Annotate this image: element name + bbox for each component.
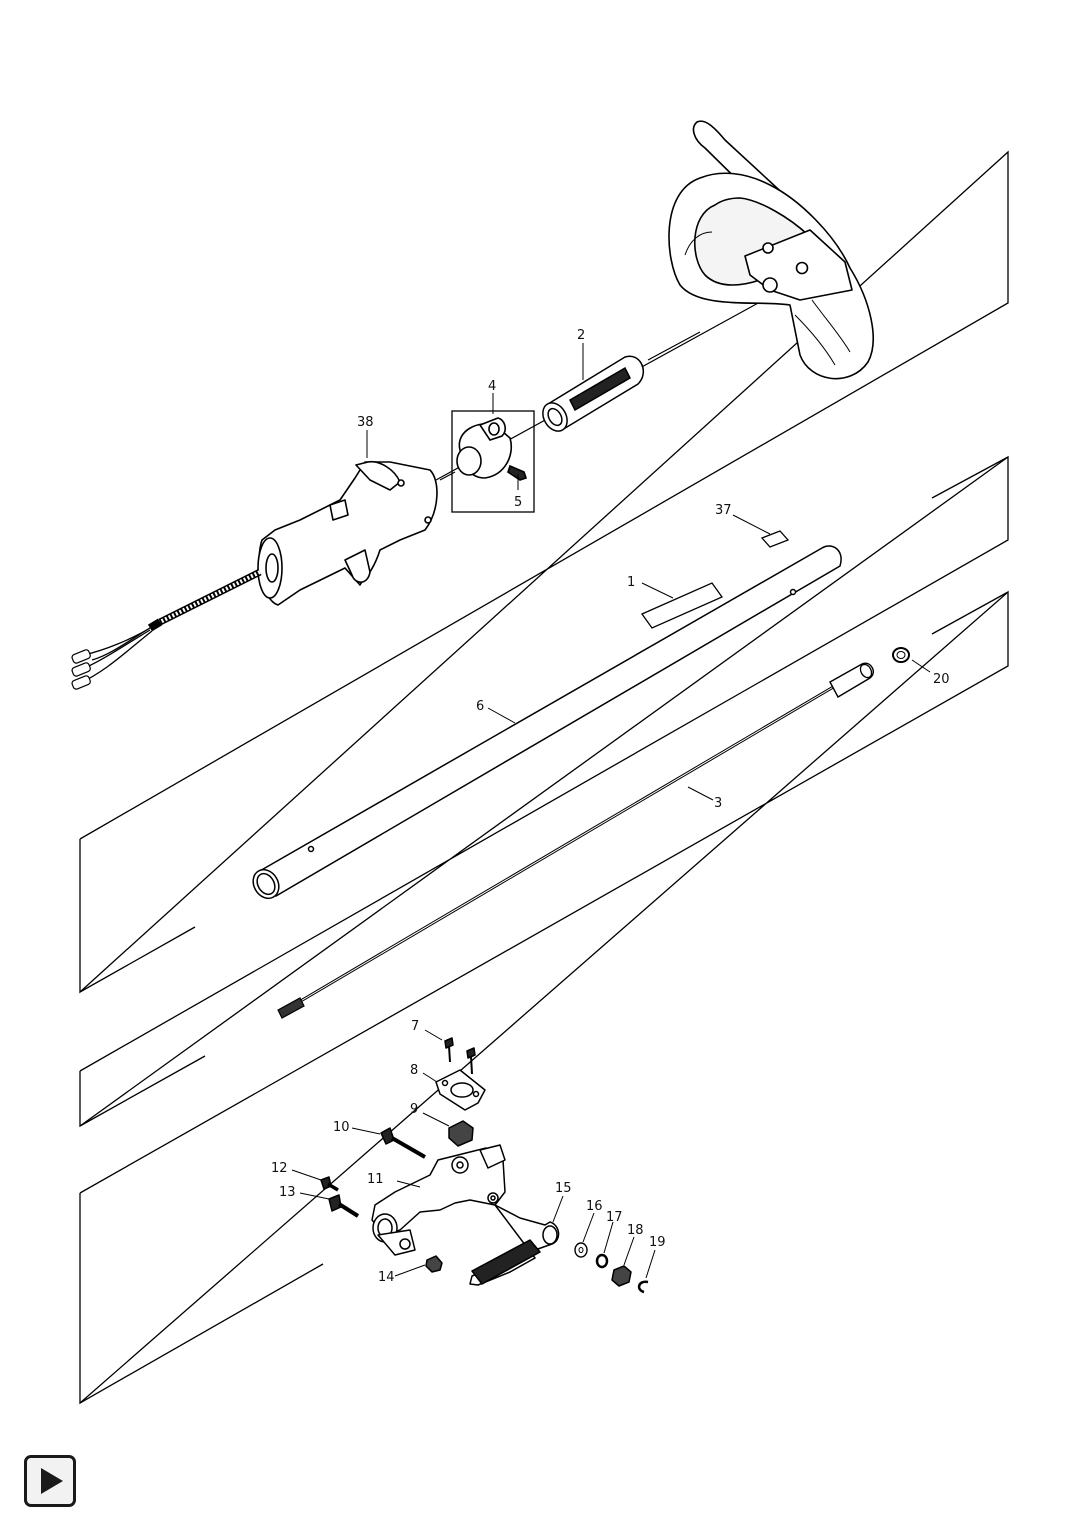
callout-37: 37	[715, 503, 732, 518]
callout-38: 38	[357, 415, 374, 430]
panel-outlines	[79, 150, 1009, 1405]
panel-upper	[79, 150, 1009, 994]
callout-16: 16	[586, 1199, 603, 1214]
shaft-ring	[892, 647, 910, 663]
panel-lower-join	[79, 1263, 324, 1404]
decal-1	[641, 582, 723, 629]
callout-19: 19	[649, 1235, 666, 1250]
decal-labels	[641, 530, 790, 629]
callout-6: 6	[476, 699, 484, 714]
next-page-button[interactable]	[24, 1455, 76, 1507]
callout-7: 7	[411, 1019, 419, 1034]
callout-4: 4	[488, 379, 496, 394]
drive-shaft	[277, 662, 874, 1019]
decal-37	[760, 530, 790, 548]
callout-1: 1	[627, 575, 635, 590]
callout-9: 9	[410, 1102, 418, 1117]
callout-13: 13	[279, 1185, 296, 1200]
callouts: 2 4 5 38 37 1 20 6 3 7 8 9 10 11 12 13 1…	[271, 328, 950, 1285]
handle-clamp	[456, 417, 528, 490]
bracket-assembly	[320, 1037, 649, 1294]
drive-tube	[252, 545, 842, 900]
callout-14: 14	[378, 1270, 395, 1285]
panel-middle-tick	[931, 456, 1009, 499]
callout-18: 18	[627, 1223, 644, 1238]
callout-2: 2	[577, 328, 585, 343]
throttle-handle	[257, 460, 456, 606]
panel-lower-tick	[931, 591, 1009, 635]
callout-10: 10	[333, 1120, 350, 1135]
callout-11: 11	[367, 1172, 384, 1187]
callout-12: 12	[271, 1161, 288, 1176]
play-triangle-icon	[41, 1468, 63, 1494]
callout-5: 5	[514, 495, 522, 510]
callout-3: 3	[714, 796, 722, 811]
leader-lines	[291, 343, 931, 1279]
panel-middle-join	[79, 1055, 206, 1127]
callout-15: 15	[555, 1181, 572, 1196]
callout-20: 20	[933, 672, 950, 687]
throttle-cable	[71, 568, 262, 690]
panel-upper-join	[79, 926, 196, 993]
loop-handle	[668, 120, 874, 380]
callout-8: 8	[410, 1063, 418, 1078]
grip-sleeve	[542, 331, 701, 432]
panel-middle	[79, 455, 1009, 1128]
callout-17: 17	[606, 1210, 623, 1225]
